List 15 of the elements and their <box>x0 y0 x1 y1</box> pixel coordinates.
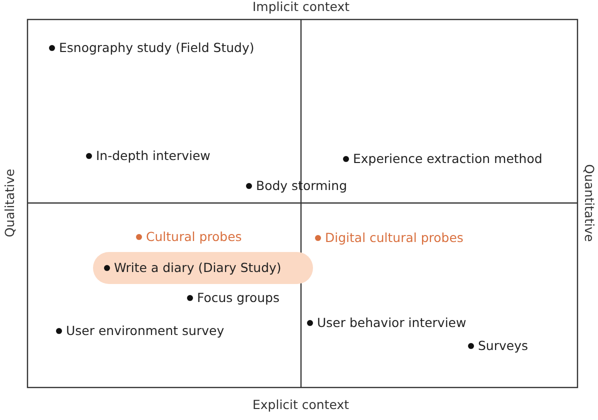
method-label: Esnography study (Field Study) <box>59 40 254 56</box>
method-label: Surveys <box>478 338 528 354</box>
axis-label: Explicit context <box>252 397 350 413</box>
axis-label: Implicit context <box>252 0 350 15</box>
method-label: Write a diary (Diary Study) <box>114 260 282 276</box>
method-label: In-depth interview <box>96 148 210 164</box>
highlight-pill <box>93 252 313 284</box>
method-label: Experience extraction method <box>353 151 542 167</box>
method-label: User environment survey <box>66 323 224 339</box>
axis-label: Quantitative <box>580 164 597 242</box>
axis-label: Qualitative <box>2 168 18 238</box>
method-label: User behavior interview <box>317 315 466 331</box>
method-label: Focus groups <box>197 290 280 306</box>
method-label: Digital cultural probes <box>325 230 464 246</box>
method-label: Cultural probes <box>146 229 242 245</box>
